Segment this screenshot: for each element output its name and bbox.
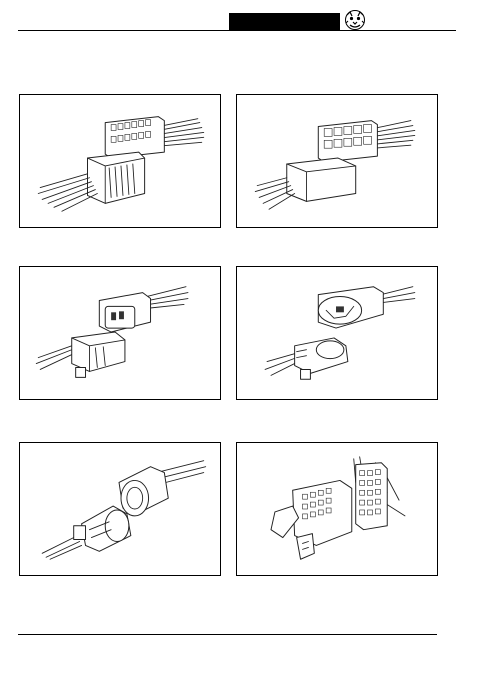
sealed-connector-pair-1-illustration <box>20 267 220 399</box>
figure-panel-3 <box>19 266 221 400</box>
header-title-block <box>229 13 340 30</box>
large-multi-pin-connector-illustration <box>237 443 437 575</box>
round-sealed-connector-pair-illustration <box>20 443 220 575</box>
figure-panel-5 <box>19 442 221 576</box>
sealed-connector-pair-2-illustration <box>237 267 437 399</box>
figure-panel-6 <box>236 442 438 576</box>
header-rule <box>18 30 456 31</box>
jaguar-growler-icon <box>344 9 366 31</box>
footer-rule <box>18 634 437 635</box>
multi-pin-connector-pair-1-illustration <box>20 95 220 227</box>
multi-pin-connector-pair-2-illustration <box>237 95 437 227</box>
figure-panel-2 <box>236 94 438 228</box>
figure-panel-1 <box>19 94 221 228</box>
figure-panel-4 <box>236 266 438 400</box>
